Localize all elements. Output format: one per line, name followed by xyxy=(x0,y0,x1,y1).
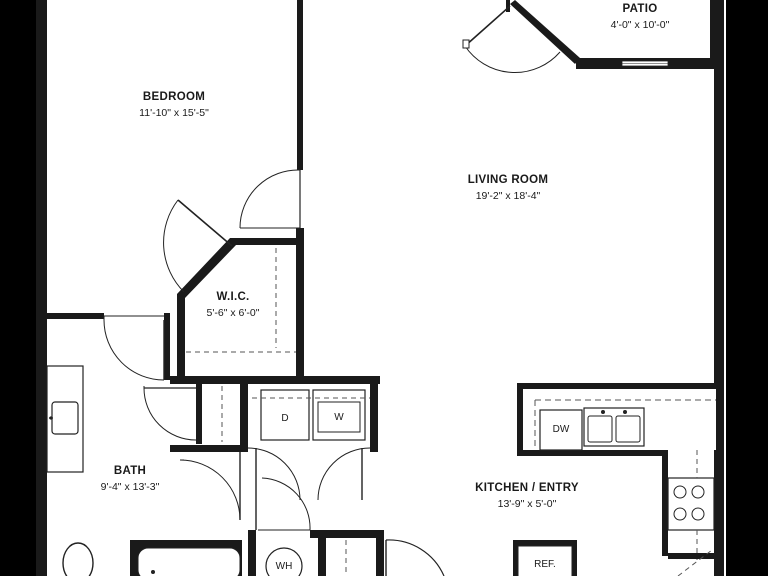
entry-door-swing xyxy=(385,539,445,576)
bedroom-dimensions: 11'-10" x 15'-5" xyxy=(139,106,209,119)
bath-door-swing xyxy=(103,319,165,381)
patio-door-swing xyxy=(464,45,561,73)
bath-name: BATH xyxy=(113,465,147,477)
dryer-label: D xyxy=(281,413,289,424)
bedroom-name: BEDROOM xyxy=(142,91,206,103)
kitchen-name: KITCHEN / ENTRY xyxy=(475,482,579,494)
dishwasher-label: DW xyxy=(552,424,570,435)
wall-wic-east xyxy=(296,228,304,378)
wall-wic xyxy=(177,238,300,378)
patio-wall-diagonal xyxy=(510,0,580,64)
kitchen-label: KITCHEN / ENTRY 13'-9" x 5'-0" xyxy=(452,481,602,511)
refrigerator-label: REF. xyxy=(534,559,556,570)
patio-name: PATIO xyxy=(622,3,658,15)
wic-door-leaf xyxy=(177,199,233,247)
kitchen-sink xyxy=(583,407,645,447)
wall-bath-mid xyxy=(170,445,248,452)
bath-sink xyxy=(51,401,79,435)
bathtub xyxy=(137,547,241,576)
wic-label: W.I.C. 5'-6" x 6'-0" xyxy=(188,290,278,320)
wic-dimensions: 5'-6" x 6'-0" xyxy=(206,306,260,319)
range xyxy=(667,477,715,531)
linen-door-swing xyxy=(143,386,197,441)
wall-right xyxy=(714,0,724,576)
wall-left xyxy=(36,0,47,576)
patio-door-leaf xyxy=(464,5,511,47)
kitchen-dimensions: 13'-9" x 5'-0" xyxy=(497,497,557,510)
wall-laundry-west xyxy=(240,376,248,452)
patio-wall-stub xyxy=(506,0,510,12)
bath-label: BATH 9'-4" x 13'-3" xyxy=(70,464,190,494)
kitchen-counter-outline xyxy=(517,383,716,556)
dishwasher-box xyxy=(539,409,583,451)
washer-label: W xyxy=(334,412,344,423)
bath-closet-door-swing xyxy=(179,459,241,521)
living-room-label: LIVING ROOM 19'-2" x 18'-4" xyxy=(438,173,578,203)
wic-door-swing xyxy=(163,199,185,293)
wall-bath-top xyxy=(44,313,104,319)
refrigerator-box xyxy=(517,545,573,576)
patio-dimensions: 4'-0" x 10'-0" xyxy=(610,18,670,31)
bath-dimensions: 9'-4" x 13'-3" xyxy=(100,480,160,493)
living-room-dimensions: 19'-2" x 18'-4" xyxy=(475,189,541,202)
patio-wall-right xyxy=(710,0,715,60)
bedroom-door-swing xyxy=(239,169,301,229)
toilet xyxy=(62,542,94,576)
bedroom-label: BEDROOM 11'-10" x 15'-5" xyxy=(104,90,244,120)
living-room-name: LIVING ROOM xyxy=(467,174,549,186)
patio-label: PATIO 4'-0" x 10'-0" xyxy=(578,2,702,32)
water-heater-label: WH xyxy=(275,561,293,572)
wall-linen xyxy=(196,384,202,444)
wic-name: W.I.C. xyxy=(216,291,250,303)
floor-area xyxy=(36,0,726,576)
wall-laundry-top xyxy=(170,376,380,384)
wall-bath-closet xyxy=(164,313,170,380)
wall-laundry-east xyxy=(370,376,378,452)
wall-bedroom-east xyxy=(297,0,303,170)
water-heater xyxy=(265,547,303,576)
